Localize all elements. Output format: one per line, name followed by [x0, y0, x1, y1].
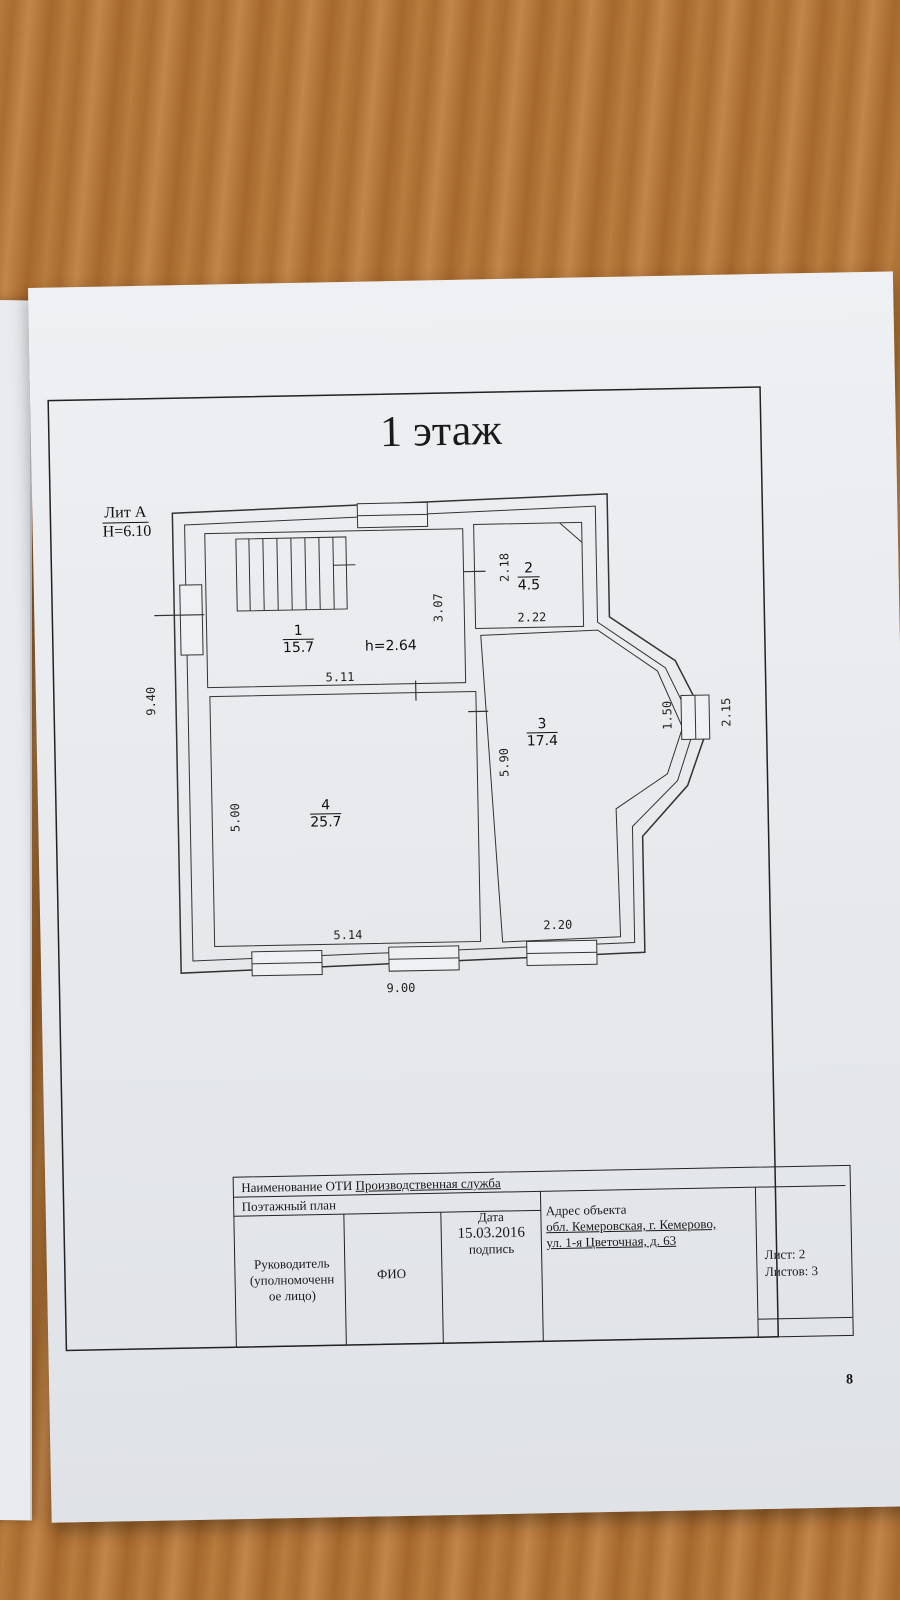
sheet-info: Лист: 2 Листов: 3: [765, 1245, 819, 1280]
page-number: 8: [845, 1372, 854, 1388]
room-4-outline: [209, 690, 482, 948]
date-label: Дата: [477, 1209, 505, 1225]
address-line1: обл. Кемеровская, г. Кемерово,: [545, 1215, 717, 1235]
head-line1: Руководитель: [253, 1255, 330, 1272]
door-marks: [154, 570, 489, 713]
room-2-outline: [473, 521, 585, 629]
address-label: Адрес объекта: [545, 1201, 627, 1219]
sheet-count: Листов: 3: [764, 1263, 819, 1280]
name-label: Наименование ОТИ: [241, 1177, 353, 1196]
date-value: 15.03.2016: [457, 1224, 526, 1242]
name-value: Производственная служба: [355, 1175, 501, 1193]
head-line3: ое лицо): [268, 1287, 316, 1304]
address-line2: ул. 1-я Цветочная, д. 63: [546, 1232, 677, 1251]
head-line2: (уполномоченн: [249, 1271, 335, 1288]
head-label: Руководитель (уполномоченн ое лицо): [245, 1255, 340, 1305]
signature-label: подпись: [468, 1240, 515, 1257]
address-block: Адрес объекта обл. Кемеровская, г. Кемер…: [546, 1200, 717, 1251]
room-1-outline: [204, 528, 467, 689]
plan-type: Поэтажный план: [241, 1197, 337, 1215]
stairs: [235, 536, 356, 612]
fio-label: ФИО: [376, 1265, 407, 1282]
title-block-grid: [232, 1164, 854, 1348]
windows: [179, 501, 711, 977]
sheet-number: Лист: 2: [764, 1246, 806, 1263]
previous-page-edge: [0, 299, 32, 1521]
document-sheet: 1 этаж Лит А H=6.10 1 15.7 h=2.64 2 4.5 …: [28, 271, 900, 1523]
date-block: Дата 15.03.2016 подпись: [446, 1208, 537, 1258]
room-3-outline: [480, 629, 684, 943]
